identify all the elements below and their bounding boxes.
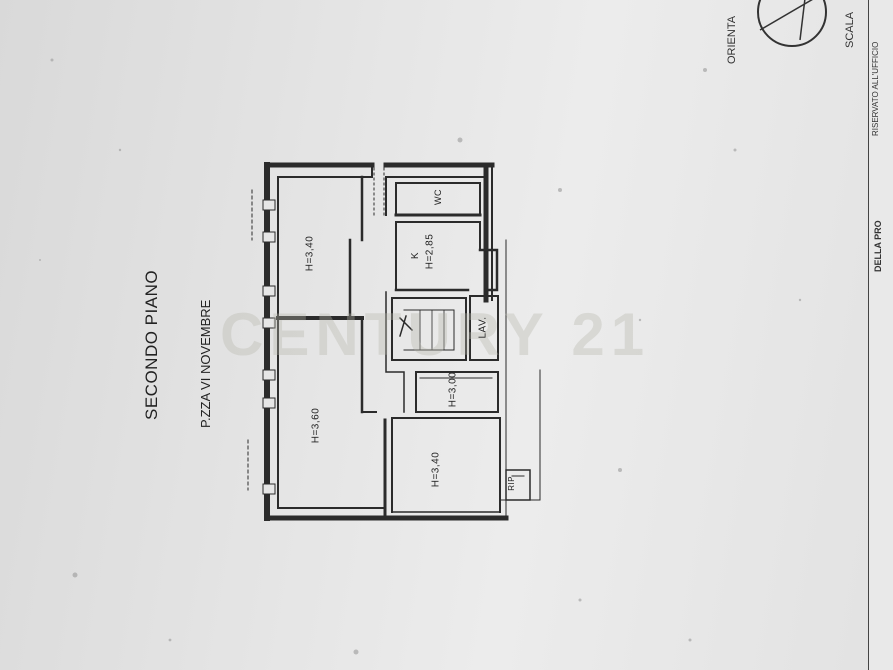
paper-speckles xyxy=(39,58,802,655)
plan-title: SECONDO PIANO xyxy=(142,269,161,420)
kitchen-code: K xyxy=(410,251,422,260)
room-label-wc: WC xyxy=(433,189,443,205)
room-label-top: H=3,40 xyxy=(304,235,316,272)
room-label-big: H=3,60 xyxy=(310,407,322,444)
compass-icon xyxy=(757,0,827,47)
room-label-hall: H=3,00 xyxy=(447,371,459,408)
room-label-lav: LAV. xyxy=(477,316,489,339)
office-margin-strip: RISERVATO ALL'UFFICIO DELLA PRO xyxy=(868,0,893,670)
stamp-text: DELLA PRO xyxy=(873,220,883,272)
window-marks xyxy=(262,199,276,495)
plan-address: P.ZZA VI NOVEMBRE xyxy=(198,299,213,428)
scale-label: SCALA xyxy=(844,11,856,48)
office-note: RISERVATO ALL'UFFICIO xyxy=(871,41,880,136)
room-label-kitchen: H=2,85 xyxy=(424,233,436,270)
orientation-label: ORIENTA xyxy=(726,15,738,64)
walls xyxy=(247,162,541,521)
room-label-bottom: H=3,40 xyxy=(430,451,442,488)
room-label-rip: RIP. xyxy=(506,474,516,491)
